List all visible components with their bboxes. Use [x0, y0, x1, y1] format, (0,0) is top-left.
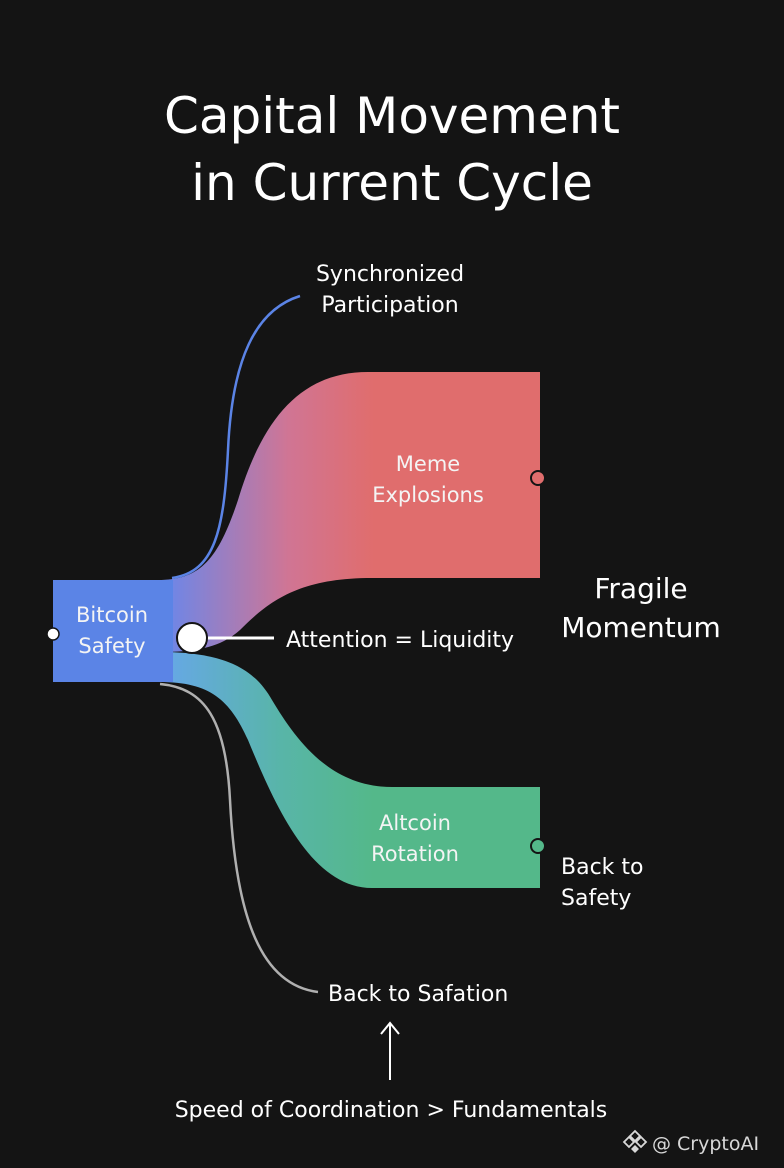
- synchronized-flow-line: [171, 294, 301, 580]
- altcoin-node-label-line-1: Altcoin: [379, 811, 451, 835]
- meme-flow-band: [158, 372, 540, 652]
- altcoin-end-dot: [530, 838, 546, 854]
- meme-node-label-line-2: Explosions: [372, 483, 484, 507]
- bitcoin-node-label-line-1: Bitcoin: [76, 603, 148, 627]
- bitcoin-input-dot: [46, 627, 60, 641]
- attention-liquidity-label: Attention = Liquidity: [286, 628, 514, 653]
- back-to-safation-label: Back to Safation: [328, 982, 508, 1007]
- synchronized-label-line-2: Participation: [321, 293, 458, 318]
- altcoin-flow-band: [160, 652, 540, 888]
- fragile-momentum-line-1: Fragile: [594, 572, 687, 605]
- fragile-momentum-line-2: Momentum: [561, 611, 721, 644]
- altcoin-node-label-line-2: Rotation: [371, 842, 459, 866]
- back-to-safety-line-1: Back to: [561, 855, 644, 880]
- title-line-2: in Current Cycle: [191, 154, 593, 212]
- title-line-1: Capital Movement: [164, 87, 620, 145]
- up-arrow-icon: [380, 1021, 400, 1080]
- meme-node-label-line-1: Meme: [396, 452, 460, 476]
- watermark-text: @ CryptoAI: [652, 1133, 759, 1155]
- synchronized-label-line-1: Synchronized: [316, 262, 464, 287]
- binance-diamond-icon: [622, 1129, 648, 1153]
- bitcoin-safety-node: [53, 580, 173, 682]
- back-to-safety-line-2: Safety: [561, 886, 631, 911]
- safation-flow-line: [159, 682, 319, 994]
- meme-end-dot: [530, 470, 546, 486]
- attention-junction-dot: [176, 622, 208, 654]
- speed-fundamentals-label: Speed of Coordination > Fundamentals: [175, 1098, 608, 1123]
- bitcoin-node-label-line-2: Safety: [78, 634, 145, 658]
